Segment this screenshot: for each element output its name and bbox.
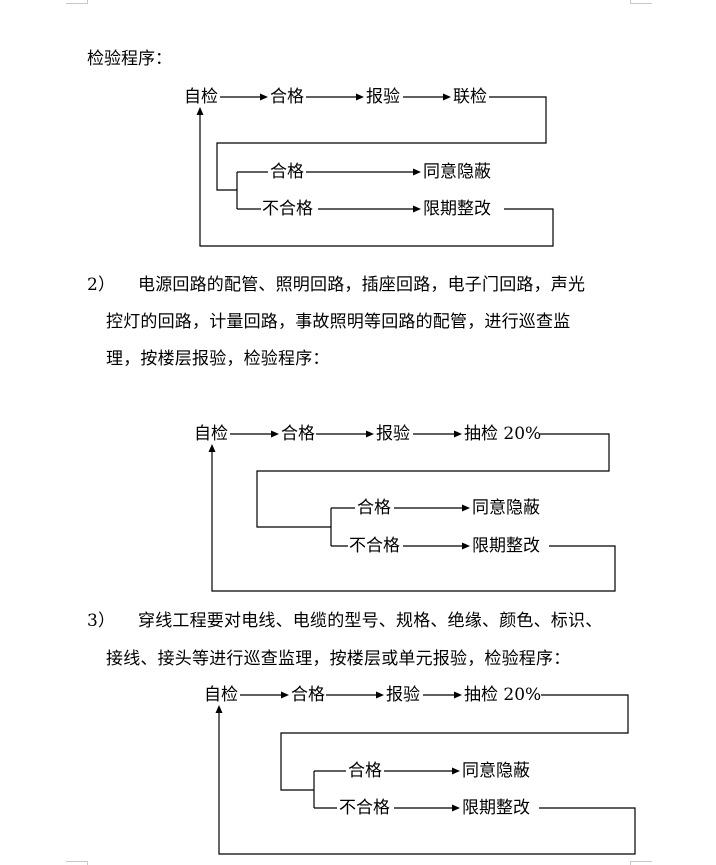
para2-line3: 理，按楼层报验，检验程序： — [106, 349, 330, 369]
flow3-report: 报验 — [386, 685, 420, 705]
para3-line2: 接线、接头等进行巡查监理，按楼层或单元报验，检验程序： — [106, 649, 571, 669]
flow3-rectify: 限期整改 — [462, 798, 530, 818]
flow2-self-check: 自检 — [194, 424, 228, 444]
flow3-branch-fail: 不合格 — [339, 798, 390, 818]
flow1-branch-fail: 不合格 — [262, 199, 313, 219]
flow2-branch-pass: 合格 — [357, 498, 391, 518]
flow3-pass: 合格 — [291, 685, 325, 705]
para2-line1: 电源回路的配管、照明回路，插座回路，电子门回路，声光 — [138, 275, 586, 295]
flow2-branch-fail: 不合格 — [349, 536, 400, 556]
flow1-report: 报验 — [366, 87, 400, 107]
flow1-concealed: 同意隐蔽 — [423, 162, 491, 182]
flow2-sample-check: 抽检 20% — [464, 424, 542, 444]
flow2-pass: 合格 — [281, 424, 315, 444]
crop-mark-bottom-right-v — [630, 861, 631, 865]
para3-number: 3） — [87, 611, 116, 631]
flow1-rectify: 限期整改 — [423, 199, 491, 219]
flow2-rectify: 限期整改 — [472, 536, 540, 556]
flow3-concealed: 同意隐蔽 — [462, 761, 530, 781]
crop-mark-bottom-left-h — [66, 861, 88, 862]
flow1-self-check: 自检 — [184, 87, 218, 107]
crop-mark-bottom-left-v — [87, 861, 88, 865]
crop-mark-top-left-v — [87, 0, 88, 4]
flow2-concealed: 同意隐蔽 — [472, 498, 540, 518]
para2-number: 2） — [87, 275, 116, 295]
flow2-report: 报验 — [376, 424, 410, 444]
crop-mark-bottom-right-h — [630, 861, 652, 862]
flow3-branch-pass: 合格 — [348, 761, 382, 781]
para3-line1: 穿线工程要对电线、电缆的型号、规格、绝缘、颜色、标识、 — [138, 611, 603, 631]
flow3-self-check: 自检 — [204, 685, 238, 705]
flow1-branch-pass: 合格 — [270, 162, 304, 182]
inspection-procedure-heading: 检验程序： — [87, 49, 172, 69]
flow3-sample-check: 抽检 20% — [464, 685, 542, 705]
crop-mark-top-right-v — [630, 0, 631, 4]
flow1-pass: 合格 — [270, 87, 304, 107]
crop-mark-top-right-h — [630, 3, 652, 4]
crop-mark-top-left-h — [66, 3, 88, 4]
flow1-joint-check: 联检 — [453, 87, 487, 107]
para2-line2: 控灯的回路，计量回路，事故照明等回路的配管，进行巡查监 — [106, 312, 571, 332]
